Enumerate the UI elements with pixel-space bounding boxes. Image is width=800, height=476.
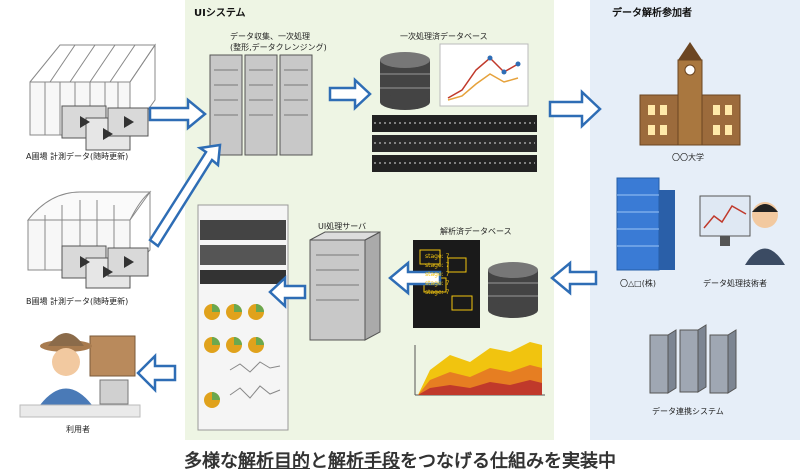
footer-mid: と [310, 451, 328, 472]
footer-caption: 多様な解析目的と解析手段をつなげる仕組みを実装中 [0, 447, 800, 473]
detect-tag: stage: 7 [425, 280, 450, 287]
user-label: 利用者 [66, 425, 90, 434]
arrow-farm-b-to-collect [148, 143, 222, 248]
engineer-label: データ処理技術者 [703, 279, 767, 288]
detect-tag: stage: 7 [425, 262, 450, 269]
arrow-collect-to-db [328, 77, 372, 111]
linkage-server-icon [649, 324, 737, 394]
arrow-db-to-uiserver [388, 260, 442, 296]
engineer-icon [699, 195, 785, 265]
detection-tags: stage: 7 stage: 7 stage: 7 stage: 7 stag… [425, 252, 449, 297]
office-building-icon [616, 177, 675, 271]
university-label: 〇〇大学 [672, 153, 704, 162]
database-icon [380, 52, 430, 110]
video-camera-icon [61, 105, 149, 151]
footer-highlight-purpose: 解析目的 [238, 451, 310, 472]
footer-post: をつなげる仕組みを実装中 [400, 451, 616, 472]
ui-system-title: UIシステム [194, 8, 246, 19]
ui-server-icon [309, 231, 381, 341]
ui-server-label: UI処理サーバ [318, 222, 367, 231]
farm-a-label: A圃場 計測データ(随時更新) [26, 152, 129, 161]
analysts-title: データ解析参加者 [612, 8, 692, 19]
farm-b-label: B圃場 計測データ(随時更新) [26, 297, 129, 306]
primary-db-label: 一次処理済データベース [400, 32, 488, 41]
arrow-analysts-to-db [550, 260, 598, 296]
company-label: 〇△□(株) [620, 279, 656, 288]
collection-server-icon [209, 54, 313, 156]
detect-tag: stage: 7 [425, 289, 450, 296]
footer-pre: 多様な [184, 451, 238, 472]
image-strips-thumbnail [372, 115, 537, 172]
analyzed-db-label: 解析済データベース [440, 227, 512, 236]
linkage-label: データ連携システム [652, 407, 724, 416]
line-chart-thumbnail [439, 43, 529, 107]
arrow-uiserver-to-dashboard [268, 275, 307, 309]
dashboard-screenshot [197, 204, 289, 431]
collect-label-2: (整形,データクレンジング) [230, 43, 327, 52]
database-icon [488, 262, 538, 318]
arrow-farm-a-to-collect [148, 97, 207, 131]
collect-label-1: データ収集、一次処理 [230, 32, 310, 41]
arrow-dashboard-to-user [136, 352, 177, 394]
detect-tag: stage: 7 [425, 271, 450, 278]
university-icon [639, 42, 741, 146]
flow-arrows [136, 77, 602, 394]
user-farmer-icon [19, 333, 141, 418]
area-chart-thumbnail [414, 342, 545, 396]
footer-highlight-means: 解析手段 [328, 451, 400, 472]
video-camera-icon [61, 245, 149, 289]
arrow-to-analysts [548, 89, 602, 129]
detect-tag: stage: 7 [425, 253, 450, 260]
